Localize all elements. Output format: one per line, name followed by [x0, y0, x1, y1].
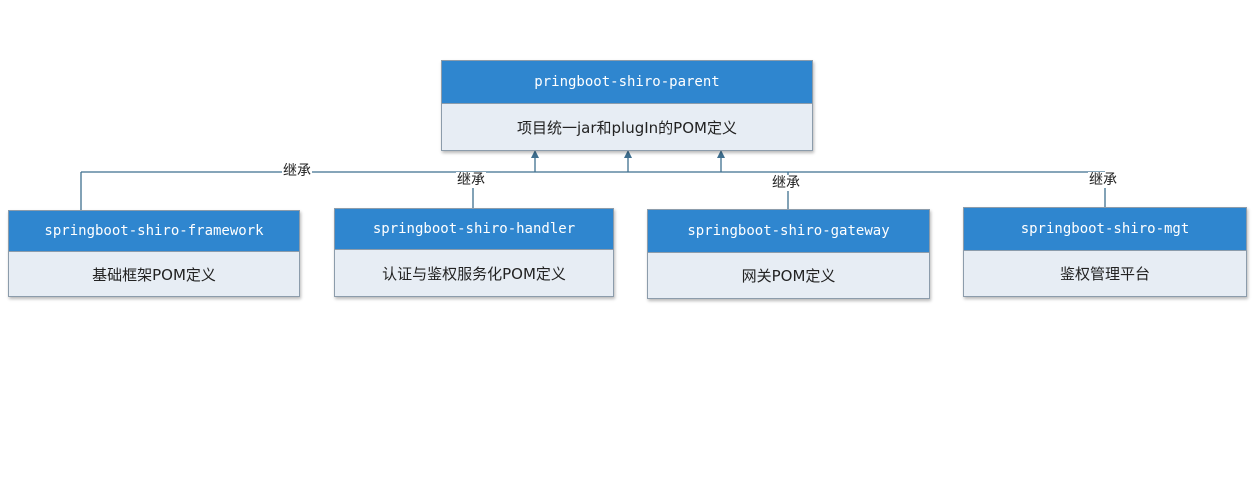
child-node-handler: springboot-shiro-handler 认证与鉴权服务化POM定义	[334, 208, 614, 297]
child-node-divider	[335, 249, 613, 250]
parent-node-description: 项目统一jar和plugIn的POM定义	[517, 118, 737, 137]
child-node-divider	[9, 251, 299, 252]
child-node-description: 基础框架POM定义	[92, 265, 216, 284]
edge-label-inherit: 继承	[282, 163, 312, 179]
child-node-divider	[964, 250, 1246, 251]
parent-node-divider	[442, 103, 812, 104]
child-node-title: springboot-shiro-mgt	[964, 208, 1246, 250]
arrow-head-3	[717, 150, 725, 158]
parent-node: pringboot-shiro-parent 项目统一jar和plugIn的PO…	[441, 60, 813, 151]
child-node-title: springboot-shiro-gateway	[648, 210, 929, 252]
child-node-description: 认证与鉴权服务化POM定义	[382, 264, 566, 283]
edge-label-inherit: 继承	[456, 172, 486, 188]
child-node-divider	[648, 252, 929, 253]
edge-label-inherit: 继承	[771, 175, 801, 191]
parent-node-title: pringboot-shiro-parent	[442, 61, 812, 103]
child-node-description: 鉴权管理平台	[1059, 265, 1150, 283]
child-node-title: springboot-shiro-framework	[9, 211, 299, 251]
child-node-description: 网关POM定义	[741, 267, 836, 285]
child-node-gateway: springboot-shiro-gateway 网关POM定义	[647, 209, 930, 299]
arrow-head-1	[531, 150, 539, 158]
child-node-framework: springboot-shiro-framework 基础框架POM定义	[8, 210, 300, 297]
edge-label-inherit: 继承	[1088, 172, 1118, 188]
arrow-head-2	[624, 150, 632, 158]
child-node-mgt: springboot-shiro-mgt 鉴权管理平台	[963, 207, 1247, 297]
child-node-title: springboot-shiro-handler	[335, 209, 613, 249]
